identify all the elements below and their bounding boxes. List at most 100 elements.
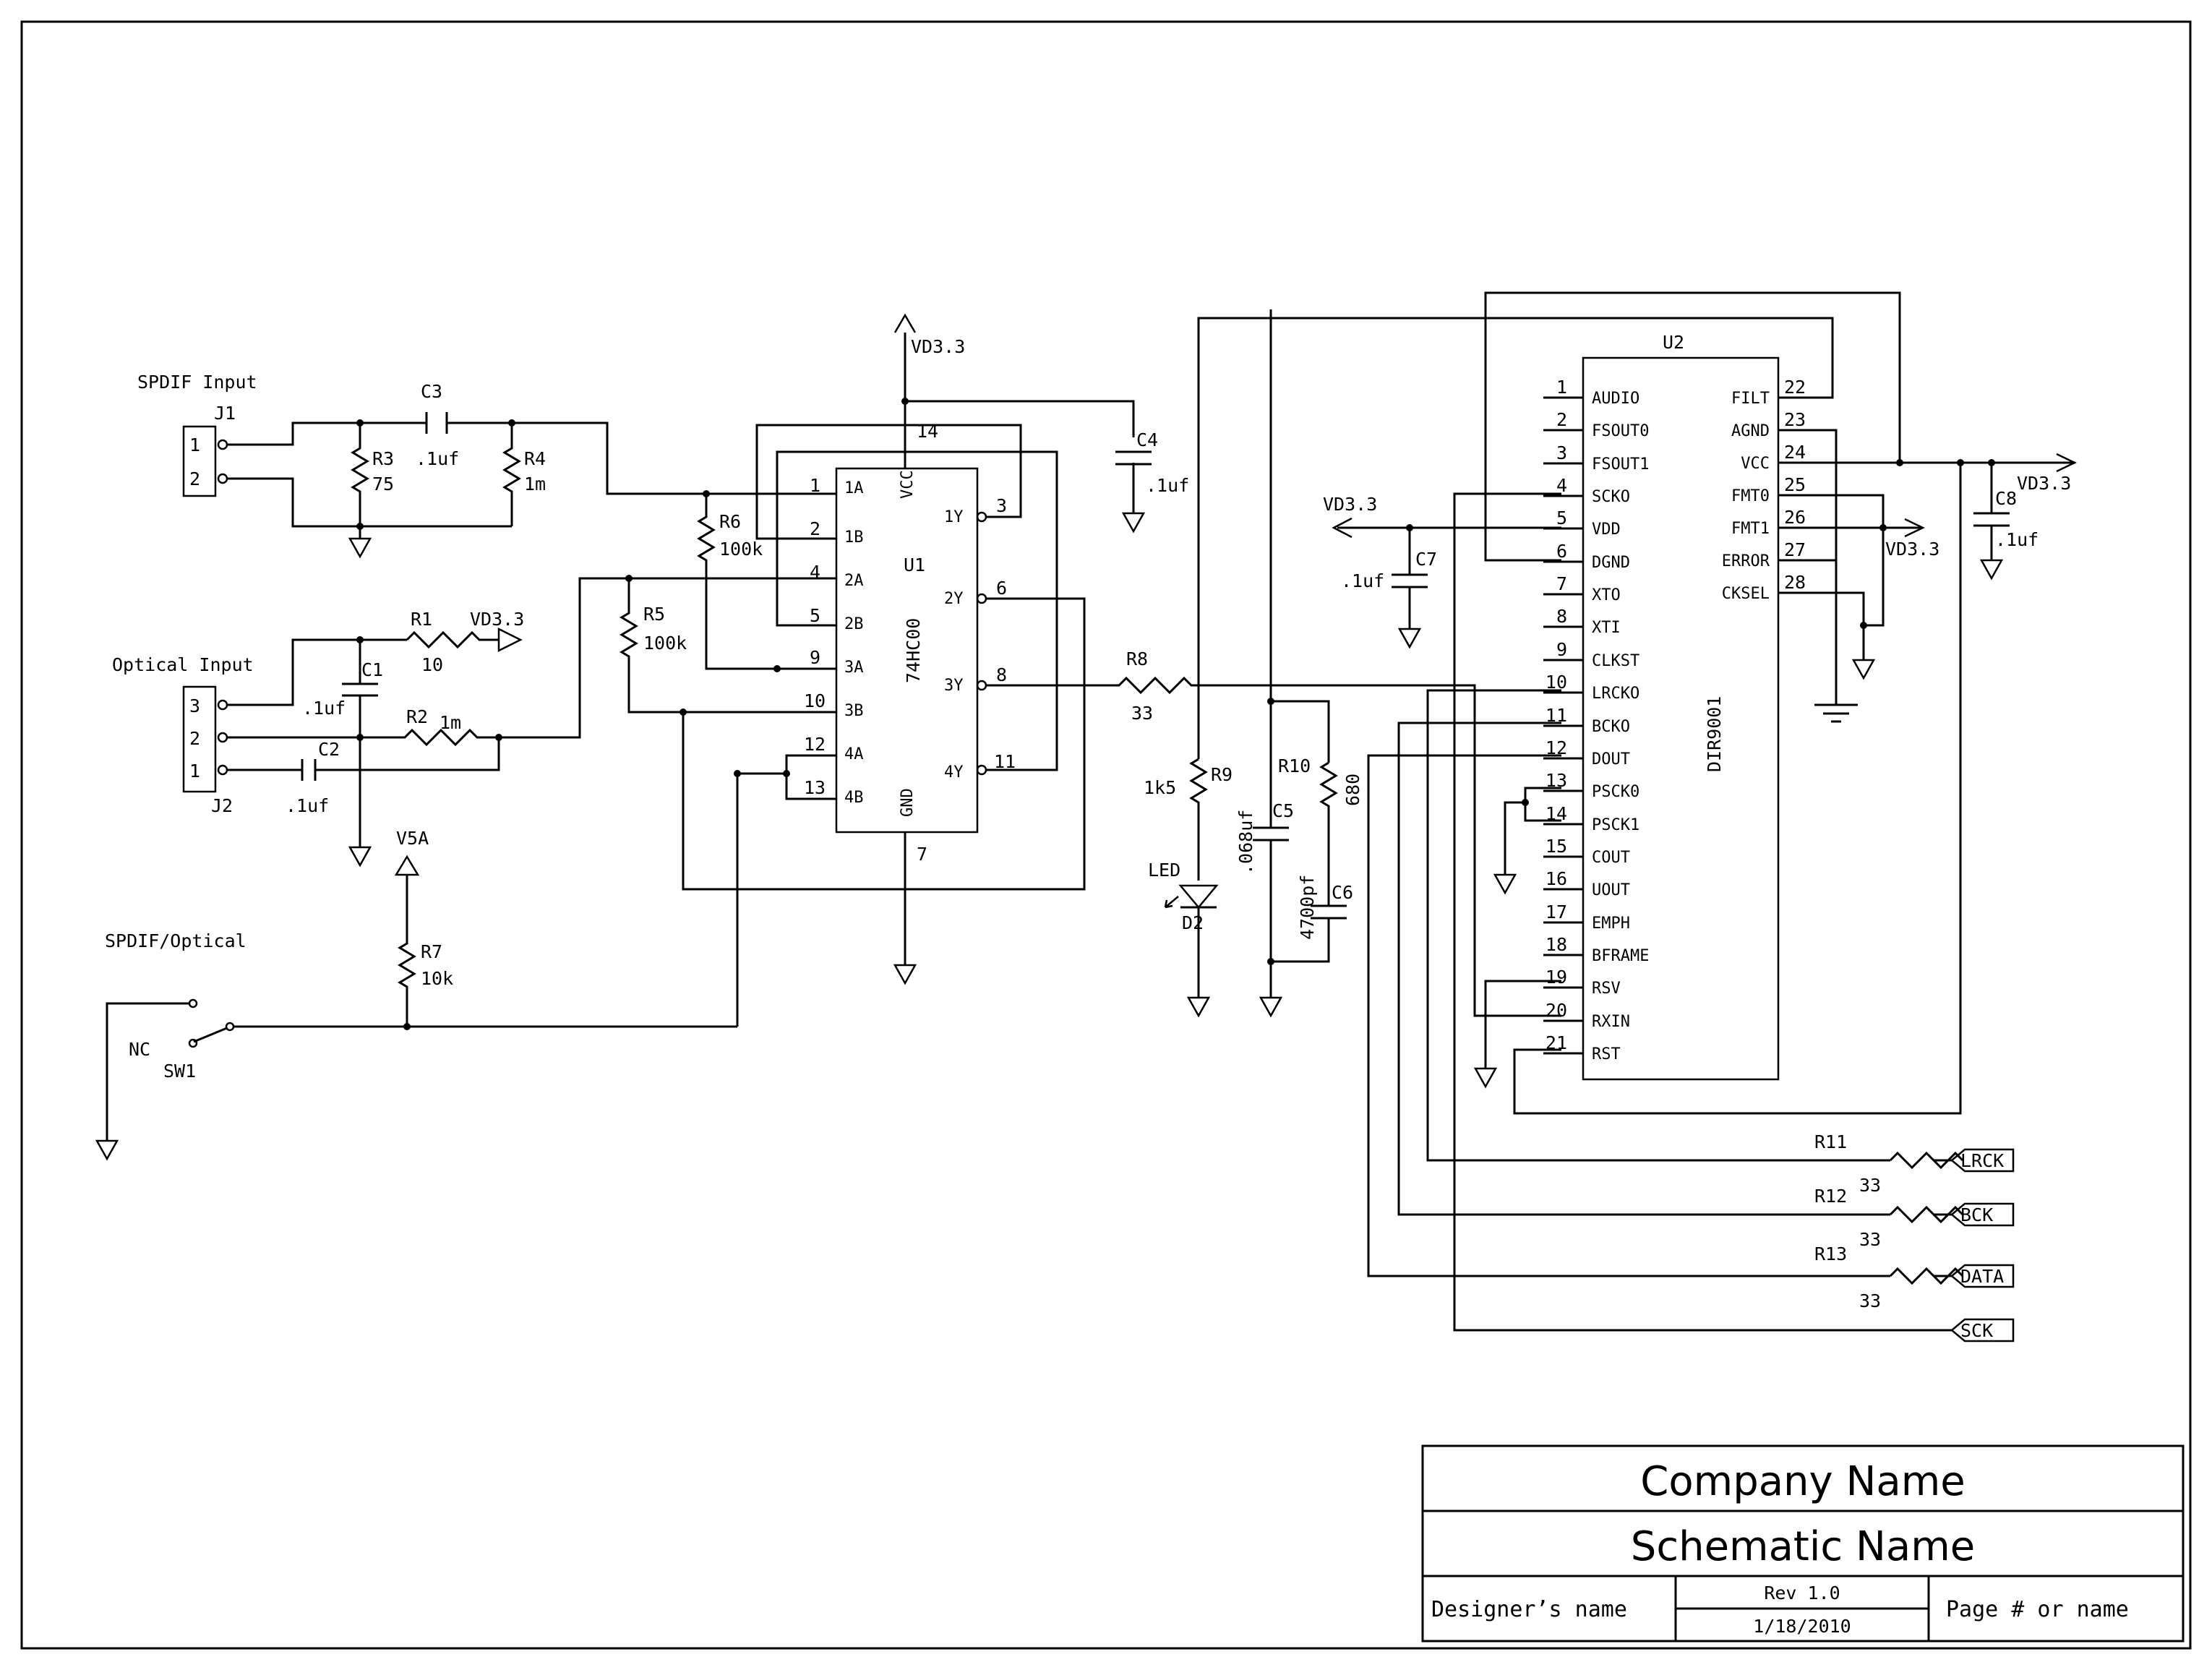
switch-sw1[interactable]: NC SW1 [106,998,737,1141]
ground-symbol [1121,512,1146,534]
ground-symbol [1979,559,2004,581]
j1-pin-2: 2 [189,468,200,489]
j1-pin-1: 1 [189,434,200,455]
capacitor-c3: C3 .1uf [416,381,459,469]
sw1-ref: SW1 [163,1061,196,1082]
r9-value: 1k5 [1144,777,1176,798]
u2-pin-num: 4 [1556,475,1567,496]
u1-pin-num: 1 [810,475,820,496]
d2-ref: D2 [1182,912,1204,933]
port-sck[interactable]: SCK [1950,1318,2015,1343]
r6-value: 100k [719,539,763,560]
capacitor-c5: C5 .068uf [1235,701,1330,963]
resistor-r2: R2 1m [406,706,461,733]
port-sck-label: SCK [1960,1320,1993,1341]
u1-pin-name: 1Y [944,508,964,526]
resistor-r7: R7 10k [398,875,453,1027]
r13-value: 33 [1859,1290,1881,1311]
u1-gnd-num: 7 [917,844,927,865]
resistor-r6: R6 100k [719,511,763,560]
led-d2: LED D2 [1148,860,1219,998]
port-bck[interactable]: BCK [1950,1202,2015,1227]
title-block: Company Name Schematic Name Designer’s n… [1421,1444,2185,1643]
c5-value: .068uf [1235,810,1256,875]
u2-pin-name: DGND [1592,554,1630,572]
u1-rail-label: VD3.3 [911,336,965,357]
u2-pin-name: FMT0 [1731,487,1770,505]
r4-ref: R4 [524,448,546,469]
r11-value: 33 [1859,1175,1881,1196]
u1-pin-num: 6 [996,578,1007,599]
u1-pin-name: 2B [844,615,864,633]
chip-u1: U1 74HC00 1 1A 2 1B 4 2A 5 2B 9 3A 10 3B… [804,421,1016,865]
u2-fmt-rail-label: VD3.3 [1885,539,1939,560]
r8-value: 33 [1131,703,1153,724]
u2-pin-num: 27 [1784,539,1806,560]
capacitor-c7: C7 .1uf [1341,528,1437,629]
port-lrck[interactable]: LRCK [1950,1148,2015,1173]
ground-symbol [95,1139,119,1161]
u2-pin-name: BFRAME [1592,947,1649,965]
u2-pin-num: 6 [1556,541,1567,562]
j1-title: SPDIF Input [137,372,257,393]
u2-rail-label: VD3.3 [1323,494,1377,515]
u2-ref: U2 [1663,332,1684,353]
ground-symbol [348,537,372,559]
u2-pin-name: FSOUT1 [1592,455,1649,474]
u1-pin-name: 1B [844,528,864,547]
u2-right-pins: 22FILT23AGND24VCC25FMT026FMT127ERROR28CK… [1722,377,1806,603]
port-data[interactable]: DATA [1950,1264,2015,1288]
u2-pin-name: AGND [1731,422,1770,440]
u2-pin-num: 22 [1784,377,1806,398]
ground-symbol [1259,996,1283,1018]
vd33-arrow-u1 [893,313,917,333]
u1-pin-num: 13 [804,777,826,798]
u2-pin-name: CLKST [1592,652,1639,670]
vd33-arrow-r1 [497,627,523,653]
ground-symbol [1397,628,1422,649]
u2-pin-name: SCKO [1592,488,1630,506]
u2-left-pins: 1AUDIO2FSOUT03FSOUT14SCKO5VDD6DGND7XTO8X… [1543,377,1649,1063]
port-data-label: DATA [1960,1266,2004,1287]
u2-pin-name: ERROR [1722,552,1770,570]
c1-value: .1uf [302,698,346,719]
company-name: Company Name [1640,1458,1965,1505]
u2-pin-name: FILT [1731,390,1770,408]
r12-ref: R12 [1814,1186,1847,1207]
u2-pin-name: AUDIO [1592,390,1639,408]
r6-ref: R6 [719,511,741,532]
resistor-r13: R13 33 [1814,1243,1964,1311]
u1-pin-num: 3 [996,495,1007,516]
u1-pin-num: 5 [810,605,820,626]
ground-symbol [1473,1067,1498,1089]
r3-ref: R3 [372,448,394,469]
sw1-nc: NC [129,1039,150,1060]
j1-ref: J1 [214,403,236,424]
designer-name: Designer’s name [1431,1597,1627,1622]
r10-value: 680 [1342,774,1363,806]
u2-pin-name: XTI [1592,619,1621,637]
u2-pin-num: 17 [1546,902,1567,922]
chip-u2: U2 DIR9001 [1582,332,1780,1081]
j2-title: Optical Input [112,654,254,675]
u1-pin-name: 4B [844,789,864,807]
u2-pin-num: 18 [1546,934,1567,955]
u1-pin-num: 10 [804,690,826,711]
j2-ref: J2 [211,795,233,816]
c2-ref: C2 [318,739,340,760]
resistor-r10: R10 680 [1278,755,1363,906]
u2-pin-num: 16 [1546,868,1567,889]
u2-pin-name: BCKO [1592,718,1630,736]
u2-pin-num: 2 [1556,409,1567,430]
c7-value: .1uf [1341,570,1384,591]
u1-ref: U1 [904,554,925,575]
u1-pin-name: 1A [844,479,864,497]
c6-value: 4700pf [1297,875,1318,940]
u2-pin-name: LRCKO [1592,685,1639,703]
schematic-name: Schematic Name [1631,1523,1975,1570]
u1-pin-num: 2 [810,518,820,539]
c4-value: .1uf [1146,475,1189,496]
u2-pin-name: DOUT [1592,750,1630,768]
u2-part: DIR9001 [1704,696,1725,772]
